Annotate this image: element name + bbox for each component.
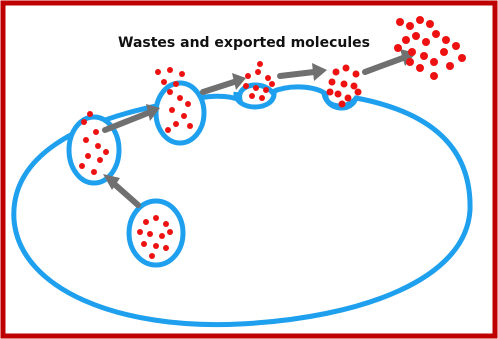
molecule-dot <box>85 153 91 159</box>
molecule-dot <box>257 61 263 67</box>
molecule-dot <box>93 129 99 135</box>
molecule-dot <box>79 163 85 169</box>
molecule-dot <box>327 89 334 96</box>
molecule-dot <box>341 81 348 88</box>
molecule-dot <box>351 83 358 90</box>
molecule-dot <box>394 44 402 52</box>
molecule-dot <box>253 85 259 91</box>
molecule-dot <box>167 89 173 95</box>
molecule-dot <box>149 253 155 259</box>
arrow-release <box>365 58 403 72</box>
molecule-dot <box>97 157 103 163</box>
diagram-title: Wastes and exported molecules <box>118 35 370 51</box>
molecule-dot <box>440 48 448 56</box>
molecule-dot <box>83 137 89 143</box>
molecule-dot <box>243 83 249 89</box>
molecule-dot <box>416 16 424 24</box>
molecule-dot <box>329 79 336 86</box>
molecule-dot <box>165 127 171 133</box>
molecule-dot <box>167 67 173 73</box>
molecule-dot <box>245 73 251 79</box>
molecule-dot <box>259 95 265 101</box>
molecule-dot <box>163 245 169 251</box>
molecule-dot <box>81 119 87 125</box>
molecule-dot <box>426 20 434 28</box>
molecule-dot <box>159 233 165 239</box>
molecule-dot <box>408 48 416 56</box>
molecule-dot <box>153 215 159 221</box>
molecule-dot <box>153 243 159 249</box>
molecule-dot <box>458 54 466 62</box>
molecule-dot <box>87 111 93 117</box>
molecule-dot <box>187 123 193 129</box>
molecule-dot <box>95 143 101 149</box>
molecule-dot <box>263 87 269 93</box>
arrowhead-4 <box>312 63 327 81</box>
molecule-dot <box>91 169 97 175</box>
molecule-dot <box>420 52 428 60</box>
molecule-dot <box>430 58 438 66</box>
molecule-dot <box>143 219 149 225</box>
arrow-approach <box>203 82 234 92</box>
molecule-dot <box>432 30 440 38</box>
molecule-dot <box>177 95 183 101</box>
molecule-dot <box>335 91 342 98</box>
molecule-dot <box>249 93 255 99</box>
molecule-dot <box>452 42 460 50</box>
molecule-dot <box>141 241 147 247</box>
molecule-dot <box>446 62 454 70</box>
molecule-dot <box>103 149 109 155</box>
molecule-dot <box>147 231 153 237</box>
molecule-dot <box>185 101 191 107</box>
molecule-dot <box>402 36 410 44</box>
molecule-dot <box>169 107 175 113</box>
molecule-dot <box>416 64 424 72</box>
molecule-dot <box>173 121 179 127</box>
molecules-fusing <box>243 61 275 101</box>
molecule-dot <box>137 229 143 235</box>
molecule-dot <box>265 75 271 81</box>
molecule-dot <box>333 69 340 76</box>
molecule-dot <box>422 38 430 46</box>
molecule-dot <box>255 69 261 75</box>
arrow-vesicle-to-golgi <box>112 182 138 205</box>
molecule-dot <box>173 81 179 87</box>
molecule-dot <box>167 229 173 235</box>
molecule-dot <box>343 65 350 72</box>
arrow-fuse <box>280 72 314 76</box>
molecule-dot <box>355 89 362 96</box>
molecule-dot <box>345 95 352 102</box>
molecule-dot <box>412 32 420 40</box>
molecule-dot <box>161 79 167 85</box>
molecule-dot <box>163 221 169 227</box>
molecule-dot <box>396 18 404 26</box>
molecule-dot <box>181 113 187 119</box>
molecule-dot <box>430 72 438 80</box>
vesicle-forming <box>129 201 183 265</box>
molecule-dot <box>269 81 275 87</box>
molecules-released <box>394 16 466 80</box>
molecule-dot <box>353 71 360 78</box>
molecule-dot <box>179 71 185 77</box>
molecule-dot <box>442 36 450 44</box>
molecule-dot <box>155 69 161 75</box>
molecule-dot <box>406 22 414 30</box>
molecule-dot <box>339 101 346 108</box>
vesicle-approaching-membrane <box>156 83 204 143</box>
molecule-dot <box>406 58 414 66</box>
